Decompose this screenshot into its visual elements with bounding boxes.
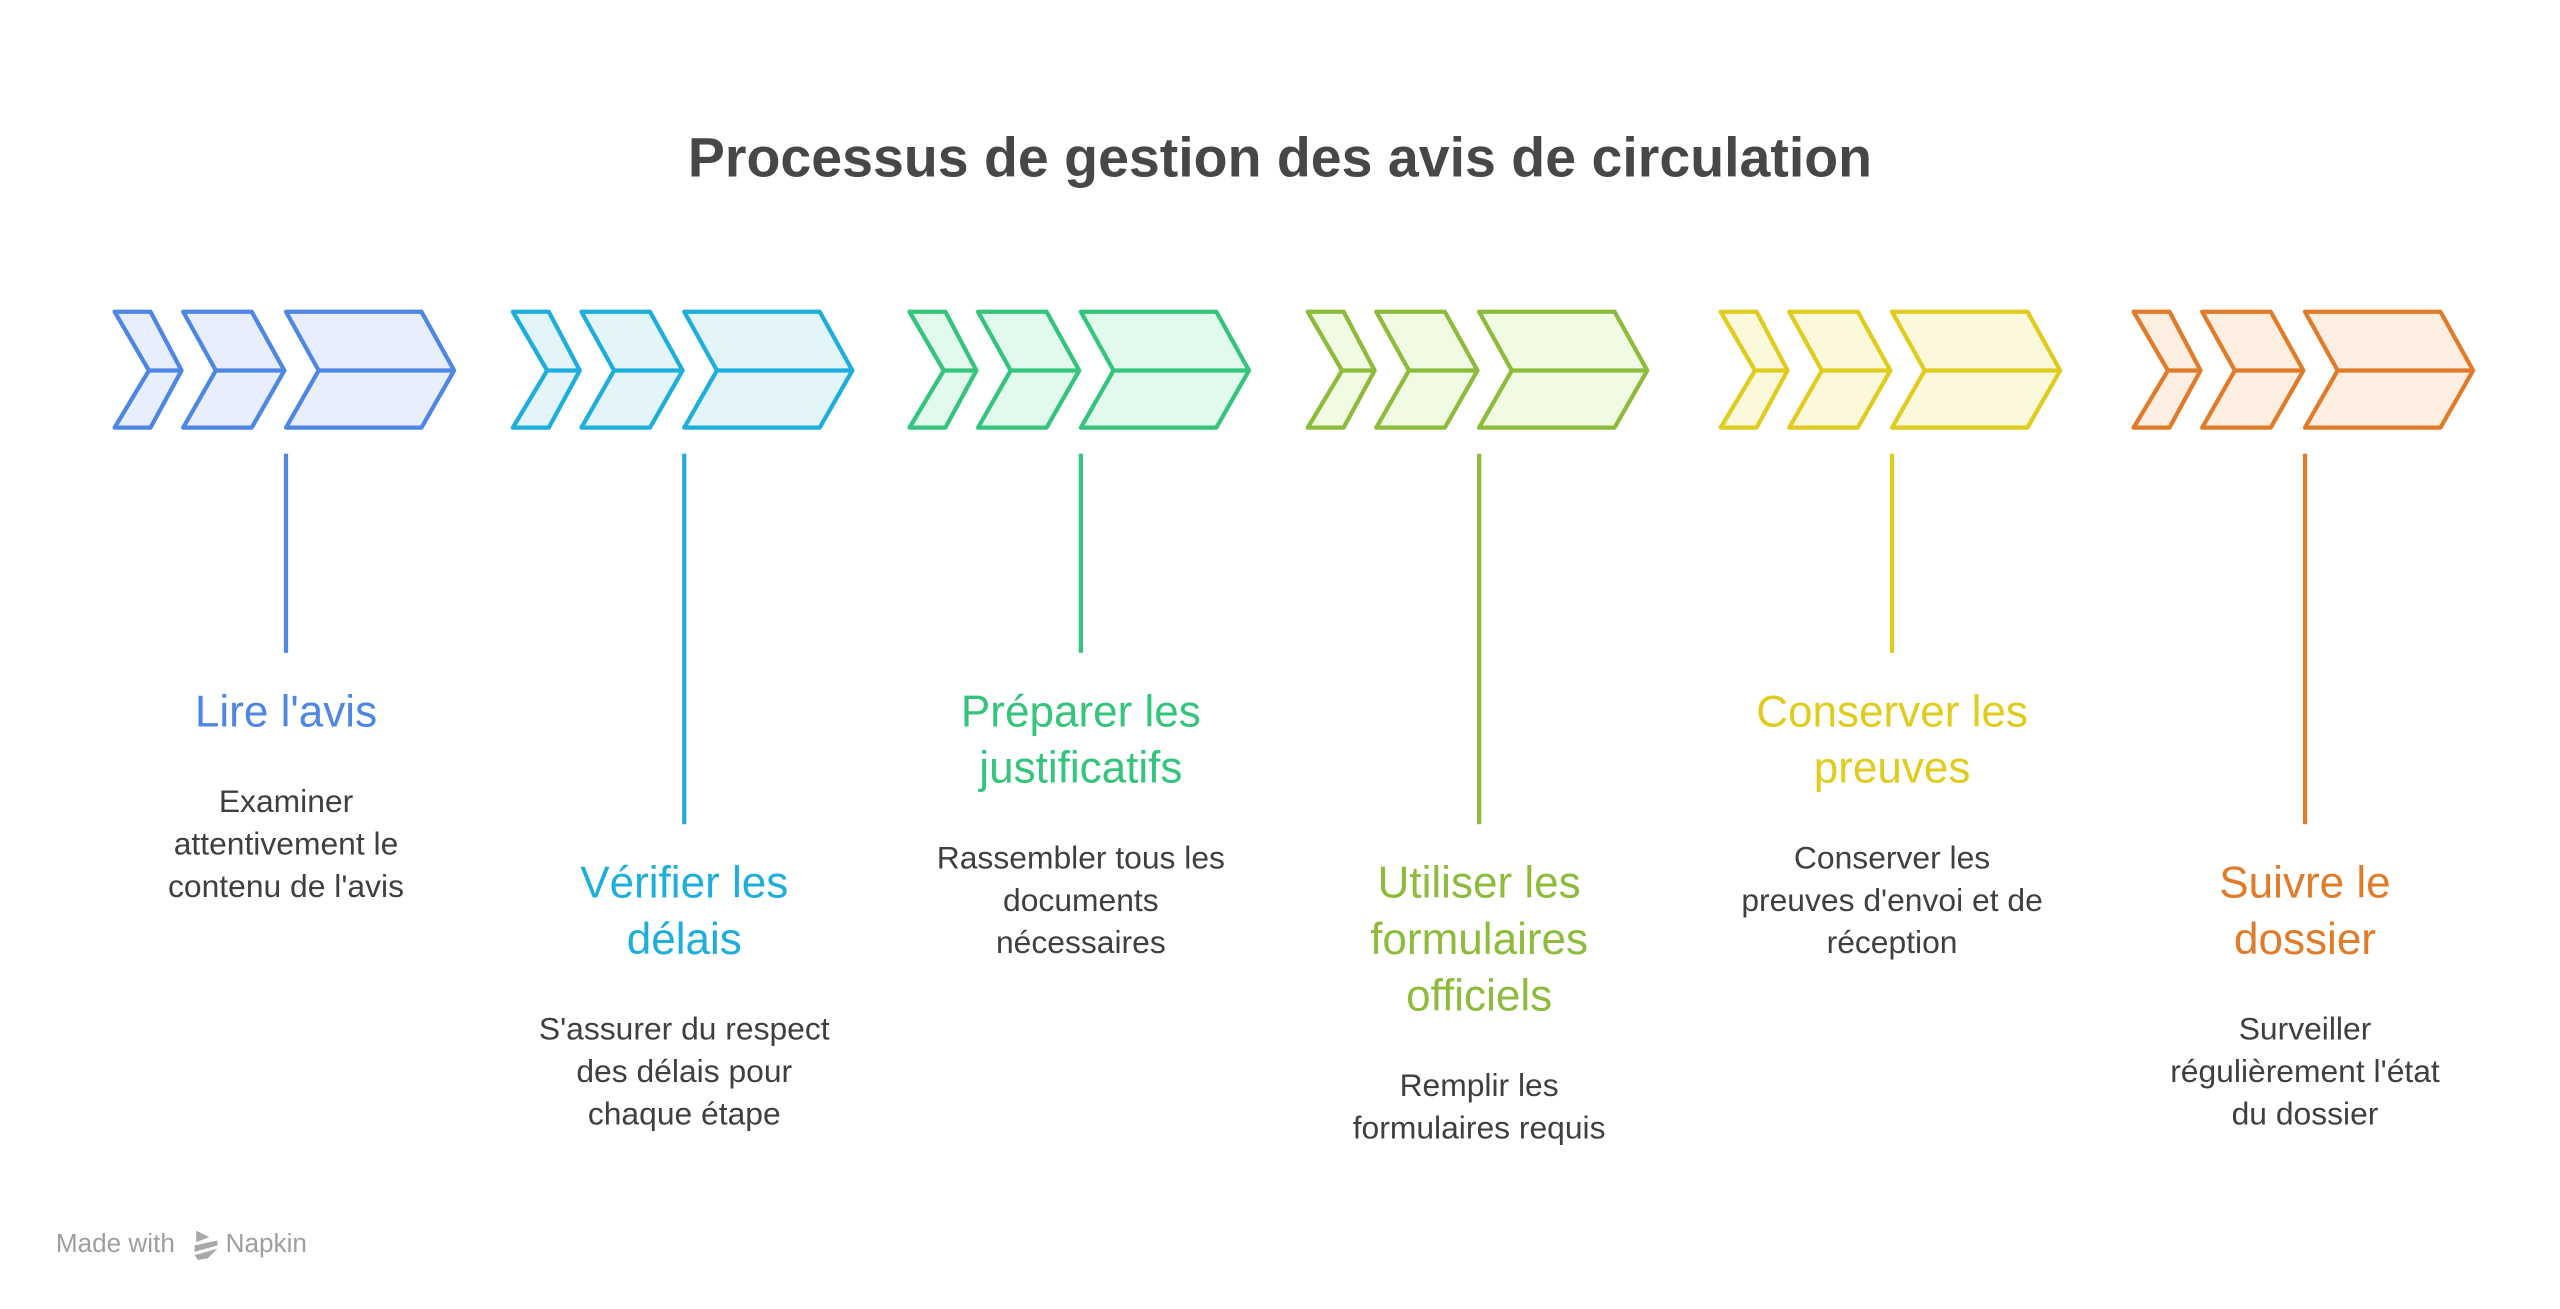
step-description: S'assurer du respect [539, 1011, 830, 1047]
step-description: réception [1827, 924, 1958, 960]
step-description: preuves d'envoi et de [1741, 882, 2042, 918]
step-title: justificatifs [977, 744, 1182, 793]
step-title: Vérifier les [580, 859, 788, 908]
step-description: contenu de l'avis [168, 868, 404, 904]
step-description: attentivement le [174, 825, 399, 861]
chevron-arrow-icon [2131, 309, 2203, 430]
step-description: chaque étape [588, 1096, 781, 1132]
process-step: Utiliser les formulaires officielsRemplir … [1305, 309, 1650, 1145]
step-description: du dossier [2232, 1096, 2379, 1132]
step-description: Surveiller [2239, 1011, 2372, 1047]
step-title: formulaires [1370, 915, 1588, 964]
step-title: Conserver les [1756, 687, 2028, 736]
step-title: dossier [2234, 915, 2376, 964]
step-description: nécessaires [996, 924, 1166, 960]
step-title: Lire l'avis [195, 687, 377, 736]
step-title: Préparer les [961, 687, 1201, 736]
diagram-title: Processus de gestion des avis de circula… [688, 126, 1872, 188]
step-description: Examiner [219, 783, 354, 819]
made-with-label: Made with [56, 1228, 175, 1258]
step-title: Suivre le [2219, 859, 2390, 908]
step-description: Remplir les [1400, 1067, 1559, 1103]
step-description: des délais pour [576, 1053, 792, 1089]
napkin-brand-label: Napkin [226, 1228, 307, 1258]
step-description: Conserver les [1794, 839, 1990, 875]
footer-watermark: Made with Napkin [56, 1228, 307, 1261]
step-description: Rassembler tous les [937, 839, 1225, 875]
step-description: régulièrement l'état [2170, 1053, 2440, 1089]
step-description: formulaires requis [1353, 1109, 1606, 1145]
napkin-logo-icon [194, 1230, 218, 1261]
step-title: officiels [1406, 971, 1552, 1020]
step-title: preuves [1814, 744, 1971, 793]
step-title: Utiliser les [1378, 859, 1581, 908]
step-title: délais [627, 915, 742, 964]
step-description: documents [1003, 882, 1159, 918]
